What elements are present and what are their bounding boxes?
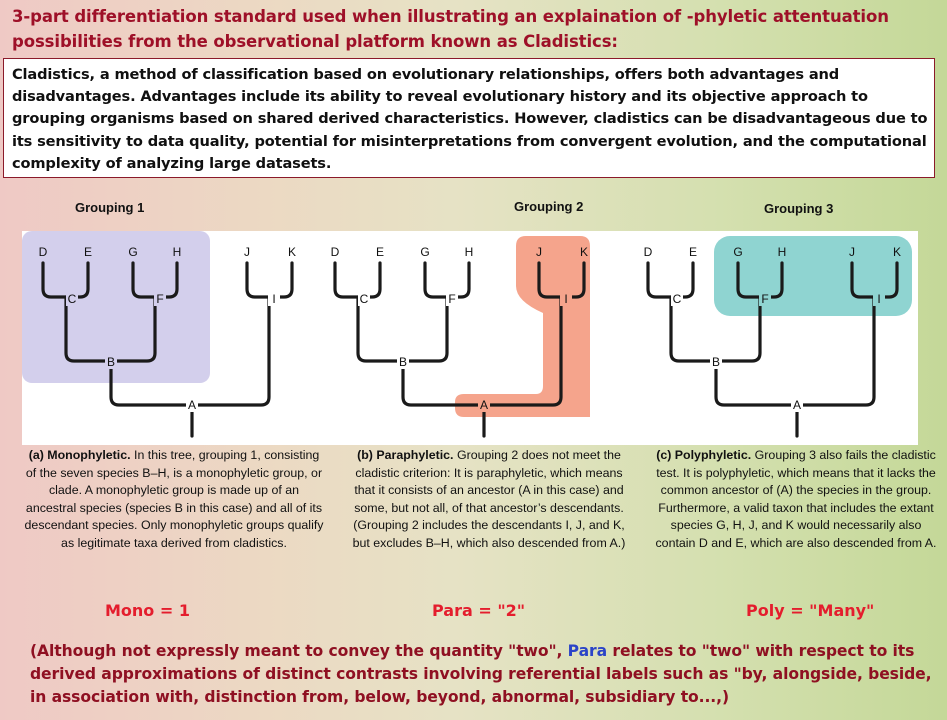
tree-poly-branch-de bbox=[646, 261, 695, 299]
tree-poly-tip-g: G bbox=[733, 245, 742, 259]
tree-mono-node-a: A bbox=[188, 398, 196, 412]
tree-poly-tip-k: K bbox=[893, 245, 901, 259]
caption-polyphyletic: (c) Polyphyletic. Grouping 3 also fails … bbox=[650, 447, 942, 553]
tree-mono-branch-jk bbox=[245, 261, 294, 299]
tree-poly-node-c-bg bbox=[671, 293, 683, 306]
caption-paraphyletic: (b) Paraphyletic. Grouping 2 does not me… bbox=[344, 447, 634, 553]
tree-para-tip-g: G bbox=[420, 245, 429, 259]
summary-box: Cladistics, a method of classification b… bbox=[3, 58, 935, 178]
tree-poly-node-i-bg bbox=[873, 293, 885, 306]
mono-tag: Mono = 1 bbox=[105, 601, 190, 620]
tree-mono-node-f-bg bbox=[154, 293, 166, 306]
grouping-3-label: Grouping 3 bbox=[764, 201, 834, 216]
tree-mono-node-a-bg bbox=[186, 399, 198, 412]
tree-para-node-c: C bbox=[360, 292, 369, 306]
tree-poly-node-f-bg bbox=[759, 293, 771, 306]
tree-mono-tip-k: K bbox=[288, 245, 296, 259]
tree-poly-tip-d: D bbox=[644, 245, 653, 259]
tree-para-node-a: A bbox=[480, 398, 488, 412]
tree-poly-tip-e: E bbox=[689, 245, 697, 259]
tree-poly-node-c: C bbox=[673, 292, 682, 306]
caption-poly-text: Grouping 3 also fails the cladistic test… bbox=[655, 448, 937, 550]
tree-para-branch-de bbox=[333, 261, 382, 299]
tree-poly-node-a: A bbox=[793, 398, 801, 412]
footer-before: (Although not expressly meant to convey … bbox=[30, 642, 568, 660]
footer-after: relates to "two" with respect to its der… bbox=[30, 642, 932, 706]
caption-mono-text: In this tree, grouping 1, consisting of … bbox=[24, 448, 324, 550]
poly-tag: Poly = "Many" bbox=[746, 601, 875, 620]
tree-mono-tip-h: H bbox=[173, 245, 182, 259]
tree-mono-node-b-bg bbox=[105, 356, 117, 369]
tree-poly-node-i: I bbox=[877, 292, 880, 306]
tree-para-node-a-bg bbox=[478, 399, 490, 412]
grouping-2-label: Grouping 2 bbox=[514, 199, 584, 214]
cladogram-figure: D E G H J K C F I B A D E G H J K C F I B A D E G H J K C F I B A bbox=[22, 231, 912, 438]
tree-para-node-b: B bbox=[399, 355, 407, 369]
tree-mono-node-c-bg bbox=[66, 293, 78, 306]
tree-para-tip-d: D bbox=[331, 245, 340, 259]
caption-para-text: Grouping 2 does not meet the cladistic c… bbox=[352, 448, 626, 550]
tree-mono-node-c: C bbox=[68, 292, 77, 306]
tree-para-node-i: I bbox=[564, 292, 567, 306]
tree-para-tip-h: H bbox=[465, 245, 474, 259]
tree-para-branch-a bbox=[401, 295, 563, 407]
paraphyletic-highlight bbox=[455, 236, 590, 417]
footer-note: (Although not expressly meant to convey … bbox=[30, 640, 935, 709]
tree-mono-tip-e: E bbox=[84, 245, 92, 259]
caption-poly-lead: (c) Polyphyletic. bbox=[656, 448, 752, 462]
tree-poly-node-a-bg bbox=[791, 399, 803, 412]
tree-para-tip-j: J bbox=[536, 245, 542, 259]
caption-monophyletic: (a) Monophyletic. In this tree, grouping… bbox=[24, 447, 324, 553]
tree-para-node-i-bg bbox=[560, 293, 572, 306]
tree-poly-node-b: B bbox=[712, 355, 720, 369]
tree-para-branch-gh bbox=[423, 261, 471, 299]
tree-poly-tip-h: H bbox=[778, 245, 787, 259]
tree-mono-node-f: F bbox=[156, 292, 163, 306]
tree-poly-node-f: F bbox=[761, 292, 768, 306]
tree-mono-tip-g: G bbox=[128, 245, 137, 259]
tree-para-node-c-bg bbox=[358, 293, 370, 306]
tree-mono-node-i: I bbox=[272, 292, 275, 306]
tree-mono-node-b: B bbox=[107, 355, 115, 369]
tree-para-tip-k: K bbox=[580, 245, 588, 259]
tree-para-branch-b bbox=[356, 295, 449, 363]
tree-poly-tip-j: J bbox=[849, 245, 855, 259]
tree-mono-tip-j: J bbox=[244, 245, 250, 259]
caption-mono-lead: (a) Monophyletic. bbox=[28, 448, 131, 462]
tree-poly-node-b-bg bbox=[710, 356, 722, 369]
tree-para-tip-e: E bbox=[376, 245, 384, 259]
caption-para-lead: (b) Paraphyletic. bbox=[357, 448, 454, 462]
tree-para-node-f-bg bbox=[446, 293, 458, 306]
diagram-panel: D E G H J K C F I B A D E G H J K C F I B A D E G H J K C F I B A bbox=[22, 231, 918, 445]
page-title: 3-part differentiation standard used whe… bbox=[12, 7, 889, 51]
grouping-1-label: Grouping 1 bbox=[75, 200, 145, 215]
para-tag: Para = "2" bbox=[432, 601, 526, 620]
tree-mono-tip-d: D bbox=[39, 245, 48, 259]
tree-mono-node-i-bg bbox=[268, 293, 280, 306]
monophyletic-highlight bbox=[22, 231, 210, 383]
tree-para-node-b-bg bbox=[397, 356, 409, 369]
tree-para-node-f: F bbox=[448, 292, 455, 306]
footer-para-word: Para bbox=[567, 642, 608, 660]
